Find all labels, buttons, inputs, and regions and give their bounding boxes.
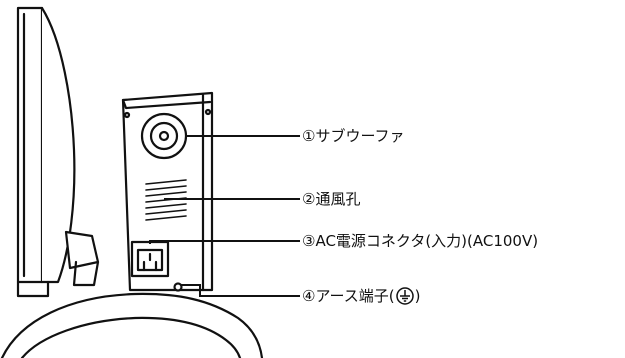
- callout-ac-connector: ③AC電源コネクタ(入力)(AC100V): [302, 232, 539, 250]
- callout-earth-suffix: ): [414, 287, 421, 305]
- vent-slots: [145, 179, 187, 221]
- ac-power-connector: [130, 240, 170, 278]
- monitor-panel: [16, 6, 76, 298]
- leader-lines: [149, 135, 300, 297]
- base-ring: [0, 292, 264, 358]
- subwoofer: [140, 112, 188, 160]
- earth-terminal: [173, 282, 183, 292]
- monitor-hinge: [64, 230, 100, 287]
- callout-earth-text: ④アース端子(: [302, 287, 395, 305]
- callout-subwoofer: ①サブウーファ: [302, 127, 405, 145]
- callout-vent: ②通風孔: [302, 190, 361, 208]
- callout-earth-terminal: ④アース端子(): [302, 287, 421, 305]
- ground-icon: [395, 287, 414, 305]
